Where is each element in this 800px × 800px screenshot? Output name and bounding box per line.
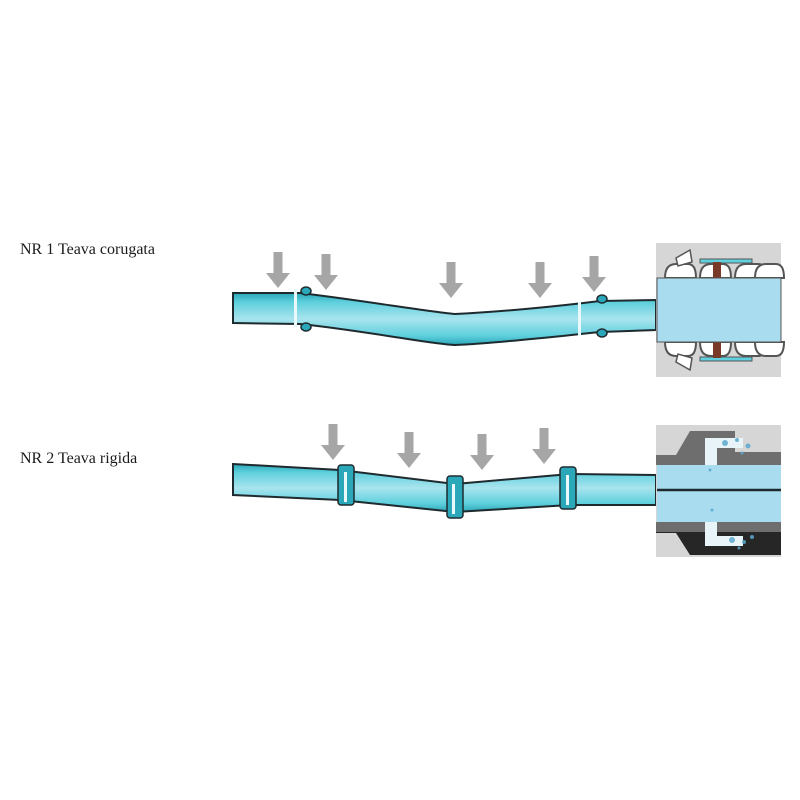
down-arrow-icon bbox=[266, 252, 290, 288]
row-2-label: NR 2 Teava rigida bbox=[20, 450, 138, 467]
down-arrow-icon bbox=[528, 262, 552, 298]
down-arrow-icon bbox=[397, 432, 421, 468]
down-arrow-icon bbox=[470, 434, 494, 470]
rigid-pipe bbox=[232, 462, 657, 519]
down-arrow-icon bbox=[439, 262, 463, 298]
water-leak-icon bbox=[708, 438, 754, 550]
joint-seam-icon bbox=[578, 302, 581, 336]
corrugated-pipe bbox=[232, 286, 657, 347]
corrugated-joint-detail bbox=[656, 243, 786, 377]
load-arrows-row-2 bbox=[321, 424, 556, 470]
load-arrows-row-1 bbox=[266, 252, 606, 298]
rigid-joint-detail bbox=[656, 425, 781, 557]
row-1-label: NR 1 Teava corugata bbox=[20, 241, 155, 258]
down-arrow-icon bbox=[321, 424, 345, 460]
down-arrow-icon bbox=[532, 428, 556, 464]
down-arrow-icon bbox=[314, 254, 338, 290]
joint-seam-icon bbox=[294, 289, 297, 327]
down-arrow-icon bbox=[582, 256, 606, 292]
